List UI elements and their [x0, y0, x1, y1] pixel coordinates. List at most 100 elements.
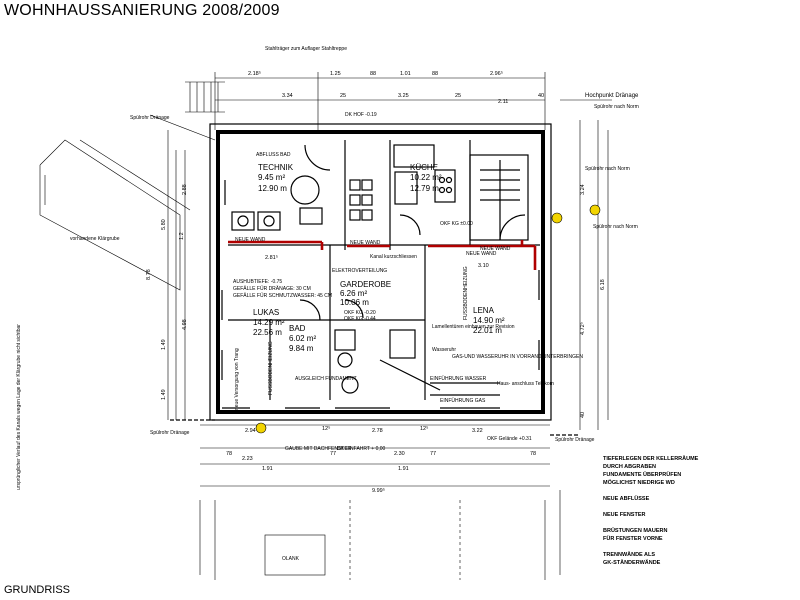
dim-right-a: 3.24: [580, 184, 586, 195]
label-olank: OLANK: [282, 556, 300, 562]
dim-bottom-b: 12⁵: [322, 425, 330, 432]
label-spuelrohr-norm-1: Spülrohr nach Norm: [594, 104, 639, 110]
dim-bottom-total-c: 9.99⁵: [372, 487, 385, 494]
dim-left-d: 4.98: [182, 319, 188, 330]
label-okf-kueche: OKF KG ±0.00: [440, 221, 473, 227]
room-technik-name: TECHNIK: [258, 163, 294, 172]
label-neue-wand-3: NEUE WAND: [466, 251, 497, 257]
dim-top-c: 1.25: [330, 71, 341, 77]
dim-top-f: 88: [432, 71, 438, 77]
dim-right-b: 6.18: [600, 279, 606, 290]
label-neue-wand-4: NEUE WAND: [480, 246, 511, 252]
label-vorhandene-klaergrube: vorhandene Klärgrube: [70, 236, 120, 242]
drain-marker-norm: [589, 204, 601, 216]
room-lena-area: 14.90 m²: [473, 316, 505, 325]
dim-left-e: 1.49: [161, 339, 167, 350]
note-5-line-2: GK-STÄNDERWÄNDE: [603, 559, 661, 566]
dim-top-b: 3.34: [282, 93, 293, 99]
label-spuelrohr-norm-2: Spülrohr nach Norm: [585, 166, 630, 172]
note-1-line-2: DURCH ABGRABEN: [603, 464, 656, 470]
page-title: WOHNHAUSSANIERUNG 2008/2009: [4, 2, 280, 19]
room-garderobe-area: 6.26 m²: [340, 289, 367, 298]
room-technik-perimeter: 12.90 m: [258, 184, 287, 193]
label-dk-einfahrt: DK EINFAHRT + 0,00: [337, 446, 386, 452]
label-gaube: GAUBE MIT DACHFENSTER: [285, 446, 352, 452]
label-elektro: ELEKTROVERTEILUNG: [332, 268, 387, 274]
room-lena-perimeter: 22.01 m: [473, 326, 502, 335]
label-stahltraeger: Stahlträger zum Auflager Stahltreppe: [265, 46, 347, 52]
room-lukas-area: 14.29 m²: [253, 318, 285, 327]
dim-bottom-d: 12⁵: [420, 425, 428, 432]
label-ausgleich: AUSGLEICH FUNDAMENT: [295, 376, 357, 382]
label-hausanschluss: Haus- anschluss Telekom: [497, 381, 554, 387]
dim-bottom-total-b: 1.91: [398, 466, 409, 472]
dim-wall-lena: 3.10: [478, 263, 489, 269]
dim-bottom-row-c: 77: [330, 451, 336, 457]
label-abfluss-bad: ABFLUSS BAD: [256, 152, 291, 158]
note-1-line-3: FUNDAMENTE ÜBERPRÜFEN: [603, 471, 681, 478]
dim-row2-d: 2.11: [498, 99, 508, 105]
dim-row2-a: 25: [340, 93, 346, 99]
dim-row2-b: 3.25: [398, 93, 409, 99]
room-lukas-perimeter: 22.56 m: [253, 328, 282, 337]
label-aushubtiefe: AUSHUBTIEFE: -0.75: [233, 279, 282, 285]
dim-bottom-row-f: 78: [530, 451, 536, 457]
dim-right-c: 4.72⁵: [579, 322, 586, 335]
dim-left-g: 1.49: [161, 389, 167, 400]
dim-bottom-total-a: 1.91: [262, 466, 273, 472]
room-bad-perimeter: 9.84 m: [289, 344, 314, 353]
label-gas-wasser: GAS-UND WASSERUHR IN VORRAND UNTERBRINGE…: [452, 354, 583, 360]
label-wasseruhr: Wasseruhr: [432, 347, 456, 353]
note-3: NEUE FENSTER: [603, 512, 646, 518]
label-einfuehrung-gas: EINFÜHRUNG GAS: [440, 397, 486, 404]
room-kueche-area: 10.22 m²: [410, 173, 442, 182]
label-neue-wand-1: NEUE WAND: [235, 237, 266, 243]
dim-bottom-c: 2.78: [372, 428, 383, 434]
label-neue-wand-2: NEUE WAND: [350, 240, 381, 246]
label-spuelrohr-left-bottom: Spülrohr Dränage: [150, 430, 190, 436]
dim-left-a: 5.80: [161, 219, 167, 230]
dim-row2-c: 25: [455, 93, 461, 99]
dim-top-e: 1.01: [400, 71, 411, 77]
label-einfuehrung-wasser: EINFÜHRUNG WASSER: [430, 375, 487, 382]
dim-bottom-e: 3.22: [472, 428, 483, 434]
dim-wall-lukas: 2.81⁵: [265, 254, 278, 261]
dim-left-c: 1.2: [179, 232, 185, 240]
label-gefaelle-1: GEFÄLLE FÜR DRÄNAGE: 30 CM: [233, 285, 311, 292]
note-2: NEUE ABFLÜSSE: [603, 495, 650, 502]
label-fussbodenheizung-right: FUSSBODENHEIZUNG: [463, 266, 469, 320]
room-bad-name: BAD: [289, 324, 306, 333]
label-spuelrohr-left-top: Spülrohr Dränage: [130, 115, 170, 121]
room-garderobe-perimeter: 10.06 m: [340, 298, 369, 307]
label-gefaelle-2: GEFÄLLE FÜR SCHMUTZWASSER: 45 CM: [233, 292, 332, 299]
label-spuelrohr-right-bottom: Spülrohr Dränage: [555, 437, 595, 443]
label-spuelrohr-norm-3: Spülrohr nach Norm: [593, 224, 638, 230]
room-lukas-name: LUKAS: [253, 308, 279, 317]
label-dk-hof: DK HOF -0.19: [345, 112, 377, 118]
dim-bottom-row-d: 2.30: [394, 451, 405, 457]
label-vermerk: ursprünglicher Verlauf des Kanals wegen …: [16, 324, 22, 490]
room-technik-area: 9.45 m²: [258, 173, 285, 182]
dim-left-f: 8.78: [146, 269, 152, 280]
label-kanal: Kanal kurzschliessen: [370, 254, 417, 260]
dim-top-d: 88: [370, 71, 376, 77]
dim-top-a: 2.18⁵: [248, 70, 261, 77]
drain-marker-right: [551, 212, 563, 224]
dim-right-d: 40: [580, 412, 586, 418]
note-1-line-4: MÖGLICHST NIEDRIGE WD: [603, 479, 675, 486]
room-kueche-perimeter: 12.79 m: [410, 184, 439, 193]
dim-bottom-row-e: 77: [430, 451, 436, 457]
label-fussbodenheizung-left: FUSSBODENHEIZUNG: [268, 341, 274, 395]
drain-marker-left: [255, 422, 267, 434]
note-5-line-1: TRENNWÄNDE ALS: [603, 551, 655, 558]
dim-left-b: 2.88: [182, 184, 188, 195]
dim-top-g: 2.96⁵: [490, 70, 503, 77]
room-lena-name: LENA: [473, 306, 495, 315]
label-okf-garderobe-1: OKF KG -0.20: [344, 310, 376, 316]
note-4-line-1: BRÜSTUNGEN MAUERN: [603, 527, 668, 534]
label-okf-gelaende: OKF Gelände +0.31: [487, 436, 532, 442]
dim-bottom-a: 2.94: [245, 428, 256, 434]
label-hochpunkt: Hochpunkt Dränage: [585, 93, 639, 99]
label-wasserzufuhr: neue Versorgung von Trang: [234, 348, 240, 410]
